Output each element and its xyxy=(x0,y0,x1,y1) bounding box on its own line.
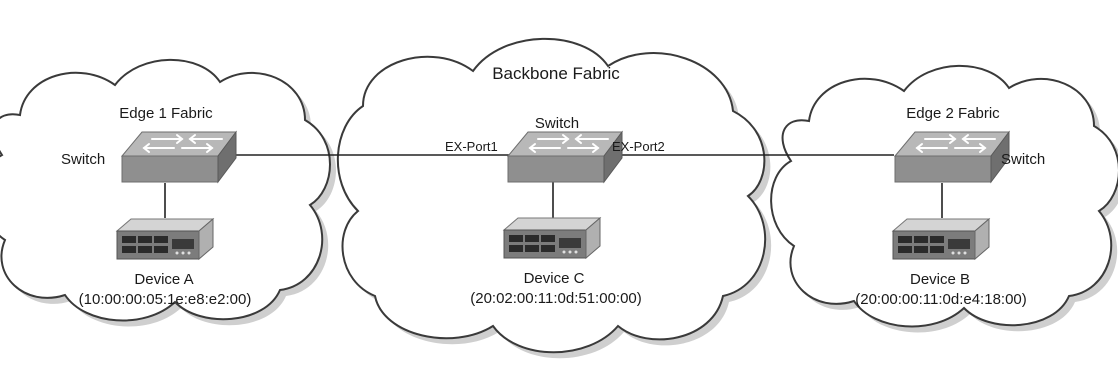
backbone-fabric-title: Backbone Fabric xyxy=(492,64,620,83)
edge2-fabric-title: Edge 2 Fabric xyxy=(906,105,1000,122)
network-switch-icon xyxy=(894,131,1010,183)
device-b-name: Device B xyxy=(910,271,970,288)
storage-device-icon xyxy=(116,218,214,260)
edge1-switch-label: Switch xyxy=(61,151,105,168)
device-a-wwn: (10:00:00:05:1e:e8:e2:00) xyxy=(79,291,252,308)
edge1-fabric-title: Edge 1 Fabric xyxy=(119,105,213,122)
network-switch-icon xyxy=(121,131,237,183)
edge2-switch-label: Switch xyxy=(1001,151,1045,168)
device-c-name: Device C xyxy=(524,270,585,287)
device-a-name: Device A xyxy=(134,271,193,288)
storage-device-icon xyxy=(892,218,990,260)
fabric-links xyxy=(164,154,943,218)
storage-device-icon xyxy=(503,217,601,259)
backbone-switch-label: Switch xyxy=(535,115,579,132)
device-c-wwn: (20:02:00:11:0d:51:00:00) xyxy=(470,290,642,307)
network-switch-icon xyxy=(507,131,623,183)
ex-port2-label: EX-Port2 xyxy=(612,139,665,154)
ex-port1-label: EX-Port1 xyxy=(445,139,498,154)
device-b-wwn: (20:00:00:11:0d:e4:18:00) xyxy=(855,291,1027,308)
backbone-fabric-cloud xyxy=(336,37,772,359)
